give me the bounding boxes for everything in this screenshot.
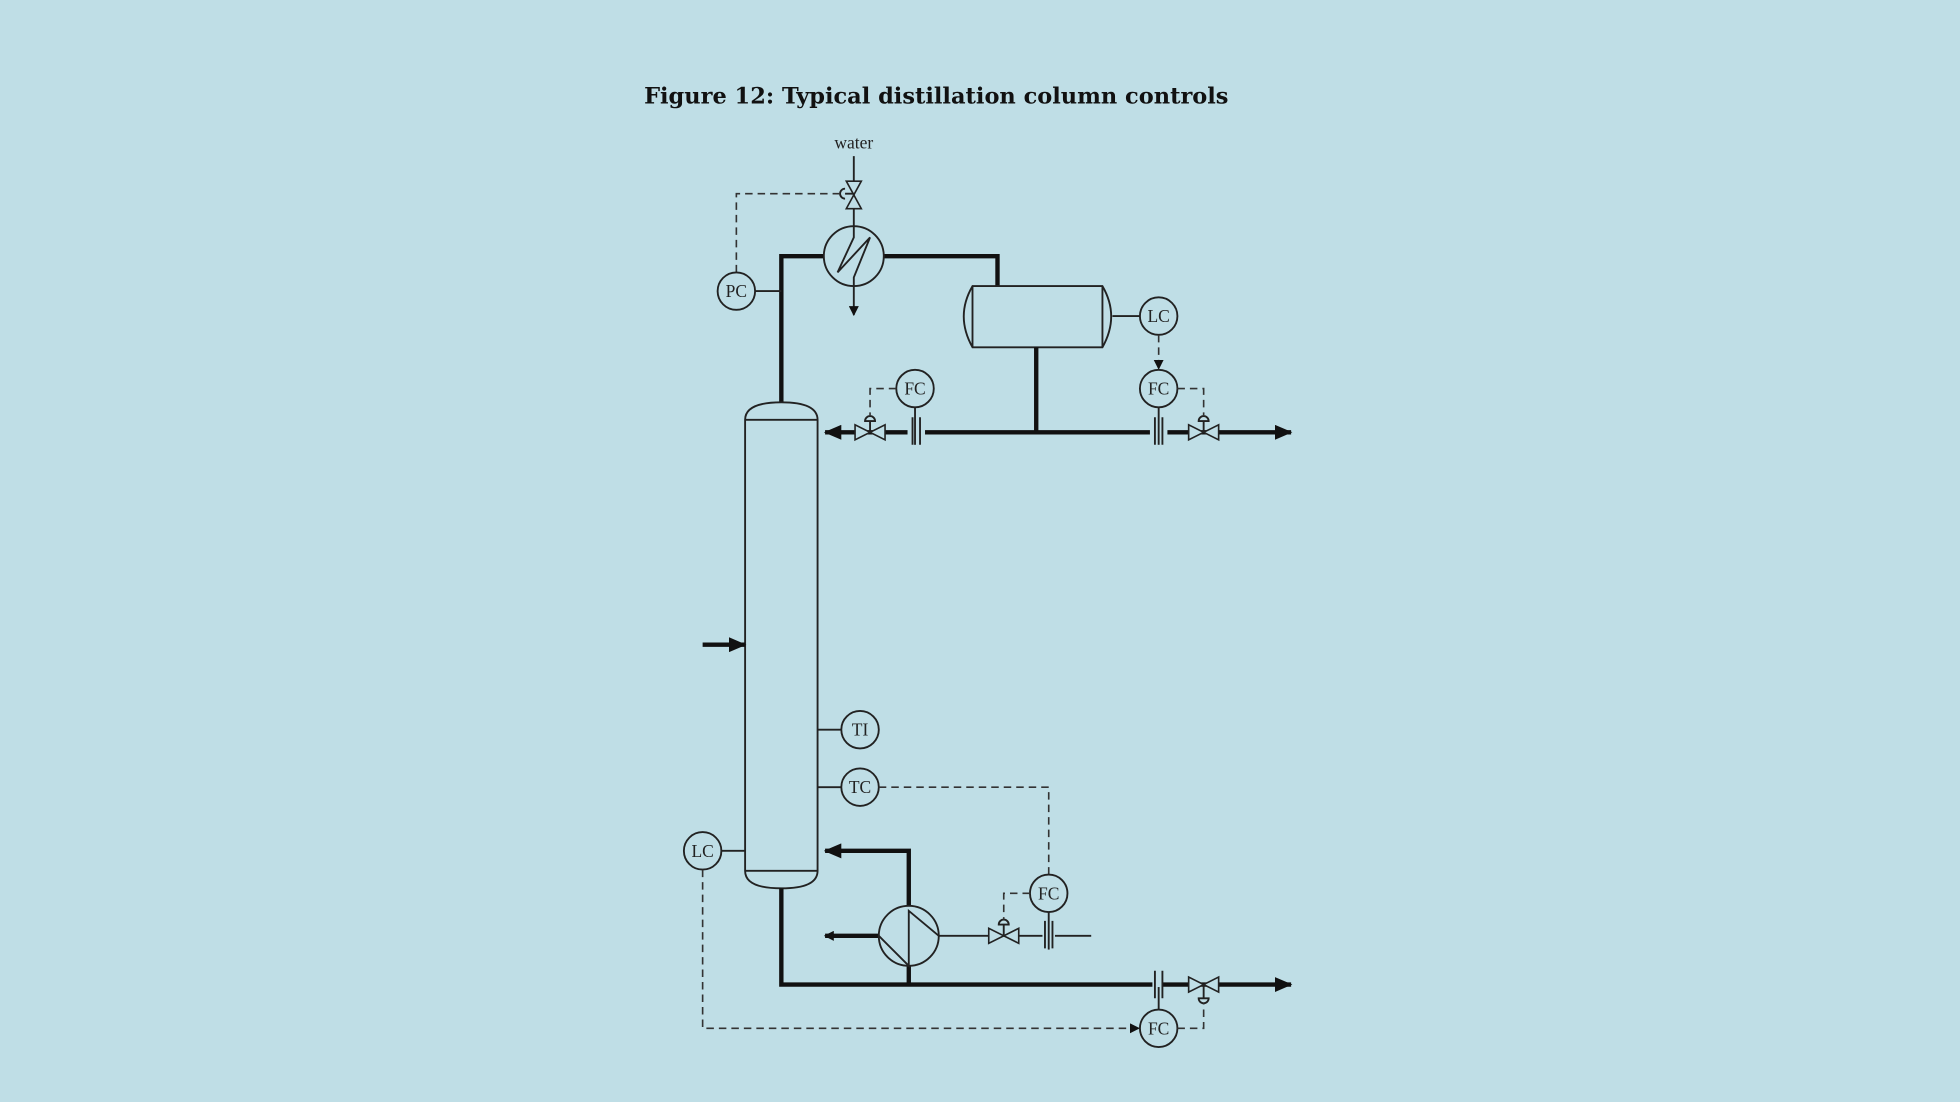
water-valve bbox=[844, 180, 863, 210]
water-label: water bbox=[834, 133, 873, 153]
fc-distillate-label: FC bbox=[1148, 379, 1169, 399]
tc-to-fc-signal bbox=[878, 786, 1050, 875]
distillation-column bbox=[744, 401, 819, 890]
distillate-orifice bbox=[1153, 417, 1164, 445]
fc-distillate-signal bbox=[1177, 387, 1205, 417]
lc-drum-label: LC bbox=[1147, 306, 1169, 326]
fc-bottoms-signal bbox=[1177, 1003, 1205, 1030]
reflux-orifice-gap bbox=[907, 422, 926, 443]
bottoms-line bbox=[779, 888, 1153, 987]
condenser-coil bbox=[836, 226, 871, 287]
fc-bottoms-label: FC bbox=[1148, 1018, 1169, 1038]
pc-instrument bbox=[716, 271, 757, 311]
fc-steam-signal bbox=[1002, 892, 1030, 920]
vapor-line bbox=[779, 253, 824, 403]
lc-bottom-label: LC bbox=[691, 841, 713, 861]
condensate-line bbox=[883, 253, 1000, 287]
reboiler-coil bbox=[878, 908, 940, 969]
pc-signal-line bbox=[735, 192, 841, 273]
distillate-valve-actuator bbox=[1197, 415, 1210, 433]
steam-valve-actuator bbox=[997, 918, 1010, 936]
bottoms-orifice bbox=[1153, 970, 1164, 999]
ti-instrument bbox=[840, 709, 880, 750]
pc-label: PC bbox=[726, 281, 747, 301]
steam-orifice bbox=[1044, 920, 1054, 949]
reflux-valve-actuator bbox=[864, 415, 876, 433]
fc-reflux-label: FC bbox=[904, 379, 925, 399]
fc-reflux-signal bbox=[869, 387, 897, 417]
bottoms-valve-actuator bbox=[1197, 984, 1210, 1005]
reflux-orifice bbox=[911, 417, 921, 445]
water-valve-actuator bbox=[839, 187, 854, 200]
reboiler-vapor-return bbox=[823, 843, 911, 906]
lc-to-fc-bottoms-signal bbox=[701, 869, 1140, 1034]
ti-label: TI bbox=[852, 720, 869, 740]
reflux-drum bbox=[962, 285, 1113, 349]
figure-title: Figure 12: Typical distillation column c… bbox=[644, 84, 1228, 110]
tc-label: TC bbox=[849, 777, 871, 797]
fc-steam-label: FC bbox=[1038, 883, 1059, 903]
